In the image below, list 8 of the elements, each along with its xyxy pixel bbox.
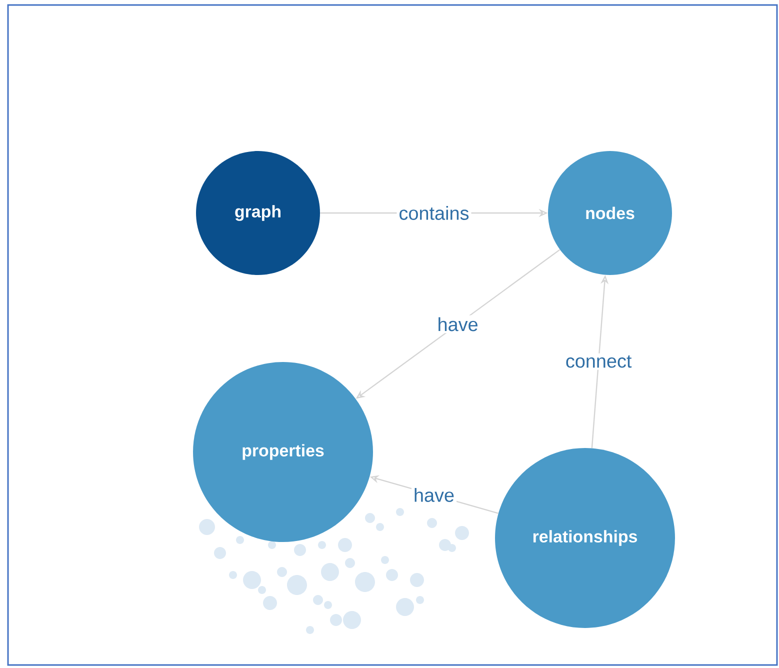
- circle-node: properties: [193, 362, 373, 542]
- circle-node: graph: [196, 151, 320, 275]
- circle-node: relationships: [495, 448, 675, 628]
- edge-label: have: [438, 317, 478, 332]
- circle-node: nodes: [548, 151, 672, 275]
- edge-label: have: [414, 488, 454, 502]
- edge-label: contains: [400, 206, 469, 220]
- edge-label: connect: [566, 355, 632, 368]
